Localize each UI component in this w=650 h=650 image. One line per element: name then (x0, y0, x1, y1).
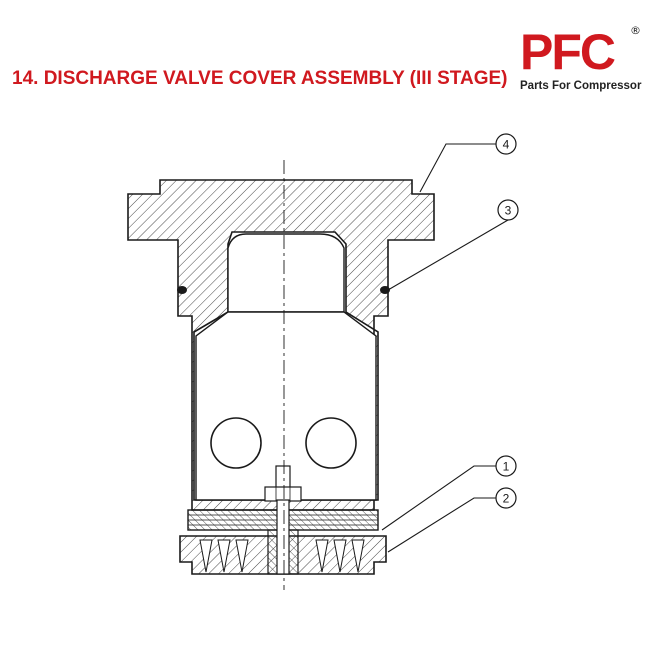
callout-2-label: 2 (503, 492, 510, 506)
callout-2: 2 (495, 487, 517, 509)
callout-1-label: 1 (503, 460, 510, 474)
callout-3: 3 (497, 199, 519, 221)
port-left (210, 417, 262, 469)
o-ring-left (177, 286, 187, 294)
port-right (305, 417, 357, 469)
callout-3-label: 3 (505, 204, 512, 218)
logo-letters: PFC (520, 24, 616, 80)
callout-4-label: 4 (503, 138, 510, 152)
nut (264, 486, 302, 502)
inner-dome-outline (227, 233, 345, 313)
o-ring-right (380, 286, 390, 294)
callout-4: 4 (495, 133, 517, 155)
page-title: 14. DISCHARGE VALVE COVER ASSEMBLY (III … (12, 68, 508, 89)
leader-lines (381, 143, 509, 553)
logo-tagline: Parts For Compressor (520, 80, 642, 92)
pfc-logo: PFC ® Parts For Compressor (518, 22, 644, 100)
stud (275, 465, 291, 491)
registered-mark: ® (630, 24, 641, 37)
callout-1: 1 (495, 455, 517, 477)
seat-ports (199, 539, 365, 573)
bolt-shank (276, 499, 290, 575)
